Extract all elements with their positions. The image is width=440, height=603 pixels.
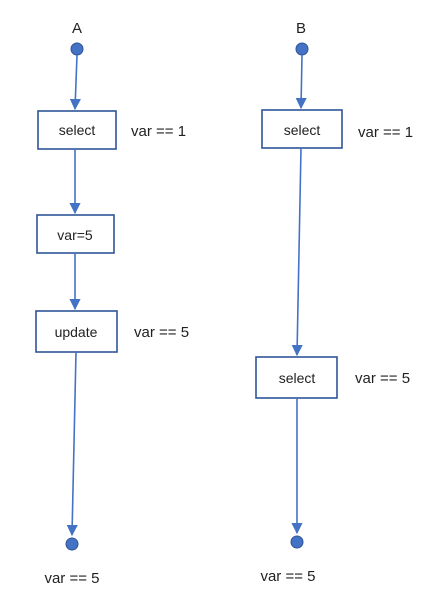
lane-b-edge-start-to-step1	[295, 54, 307, 110]
lane-b-step-1-label: select	[284, 122, 321, 138]
lane-a-step-2-box	[36, 214, 115, 254]
lane-a-step-1-label: select	[59, 122, 96, 138]
lane-b-start-node	[295, 42, 309, 56]
lane-b-step-2: select	[255, 356, 338, 399]
lane-a-title: A	[72, 20, 82, 37]
lane-a-end-note: var == 5	[44, 570, 99, 587]
lane-b-step-1-note: var == 1	[358, 124, 413, 141]
lane-a-step-3-box	[35, 310, 118, 353]
lane-a-step-1-note: var == 1	[131, 123, 186, 140]
lane-b-step-1: select	[261, 109, 343, 149]
lane-a-step-2: var=5	[36, 214, 115, 254]
lane-a-step-1-box	[37, 110, 117, 150]
lane-b-end-note: var == 5	[260, 568, 315, 585]
lane-a-step-3: update	[35, 310, 118, 353]
lane-b: B select var == 1 select var == 5 var ==…	[255, 20, 413, 585]
lane-a: A select var == 1 var=5 update var == 5 …	[35, 20, 189, 587]
lane-a-step-1: select	[37, 110, 117, 150]
lane-b-step-2-note: var == 5	[355, 370, 410, 387]
lane-a-step-3-label: update	[55, 324, 98, 340]
lane-b-end-node	[290, 535, 304, 549]
lane-a-edge-step3-to-end	[66, 351, 78, 537]
lane-a-start-node	[70, 42, 84, 56]
lane-b-edge-step1-to-step2	[291, 147, 303, 357]
lane-a-edge-start-to-step1	[69, 54, 81, 111]
lane-a-step-2-label: var=5	[57, 227, 93, 243]
lane-b-step-2-label: select	[279, 370, 316, 386]
lane-a-step-3-note: var == 5	[134, 324, 189, 341]
lane-b-title: B	[296, 20, 306, 37]
lane-b-step-1-box	[261, 109, 343, 149]
lane-a-end-node	[65, 537, 79, 551]
lane-b-step-2-box	[255, 356, 338, 399]
